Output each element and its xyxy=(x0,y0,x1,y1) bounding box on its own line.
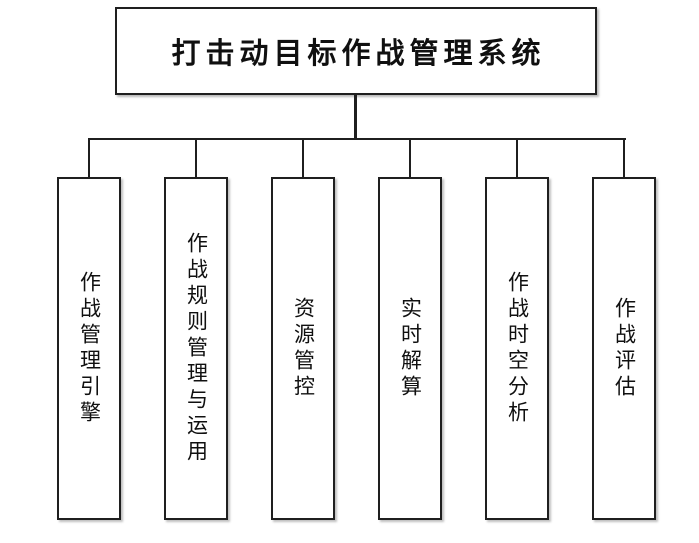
node-label: 作战时空分析 xyxy=(505,270,529,427)
root-node-strike-moving-target-combat-management-system: 打击动目标作战管理系统 xyxy=(115,7,597,95)
connector-drop-5 xyxy=(516,140,518,177)
node-label: 作战管理引擎 xyxy=(77,270,101,427)
node-label: 作战评估 xyxy=(612,296,636,401)
root-node-label: 打击动目标作战管理系统 xyxy=(171,38,546,70)
node-combat-rules-management-and-application: 作战规则管理与运用 xyxy=(164,177,228,520)
connector-drop-3 xyxy=(302,140,304,177)
node-resource-control: 资源管控 xyxy=(271,177,335,520)
connector-horizontal-bus xyxy=(88,138,626,140)
node-real-time-computation: 实时解算 xyxy=(378,177,442,520)
node-label: 实时解算 xyxy=(398,296,422,401)
connector-drop-1 xyxy=(88,140,90,177)
connector-root-stem xyxy=(354,93,357,139)
node-label: 作战规则管理与运用 xyxy=(184,231,208,466)
connector-drop-4 xyxy=(409,140,411,177)
connector-drop-6 xyxy=(623,140,625,177)
node-label: 资源管控 xyxy=(291,296,315,401)
connector-drop-2 xyxy=(195,140,197,177)
node-combat-spatiotemporal-analysis: 作战时空分析 xyxy=(485,177,549,520)
node-combat-management-engine: 作战管理引擎 xyxy=(57,177,121,520)
node-combat-assessment: 作战评估 xyxy=(592,177,656,520)
